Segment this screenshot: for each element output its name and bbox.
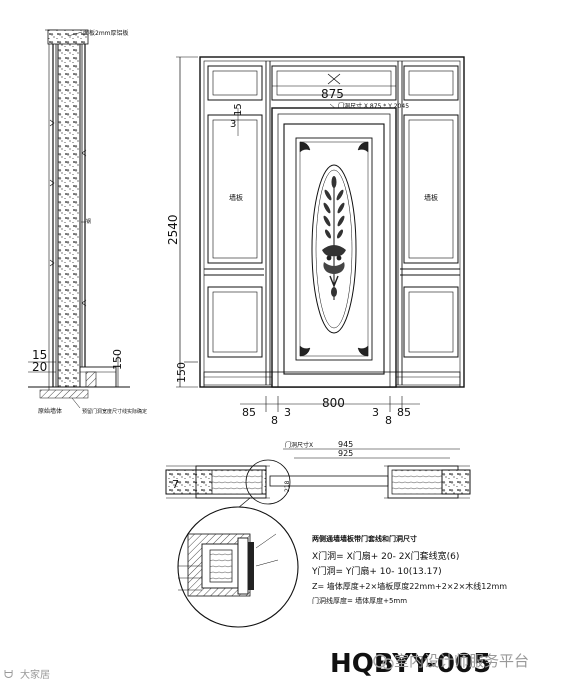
left-panel-bottom [207,286,263,358]
dim-left-85: 85 [242,406,256,419]
section-label-bottom-note: 预留门洞宽度尺寸线实际确定 [82,408,147,415]
watermark-right: 室内设计师服务平台 [373,652,529,670]
detail-enlargement [177,506,299,628]
plan-detail-callout [245,459,291,505]
elevation-plinth [203,371,461,388]
dim-left-3: 3 [230,119,236,130]
door-elevation: 2540 150 墙板 15 3 墙板 875 门洞尺寸 X 875 * Y [166,56,465,427]
section-label-bottom: 原始墙体 [38,407,62,415]
section-wall [57,41,81,388]
dim-left-3b: 3 [284,406,291,419]
formula-line-w: 门洞线厚度= 墙体厚度+5mm [312,596,407,605]
dim-top-width: 875 [321,87,344,101]
right-panel-middle [403,114,459,264]
right-panel-top [403,65,459,101]
section-dim-15: 15 [32,348,47,362]
dim-door-width: 800 [322,396,345,410]
section-dim-150: 150 [111,349,124,370]
watermark-left-icon: ᗨ [4,668,13,681]
plan-view: 门洞尺寸X 945 925 7 218 [165,440,471,529]
dim-right-8: 8 [385,414,392,427]
door-carving [322,176,346,300]
dim-left-15: 15 [233,103,244,116]
left-panel-top [207,65,263,101]
transom-panel [271,65,397,101]
right-panel-bottom [403,286,459,358]
plan-dim-925: 925 [338,449,353,458]
opening-note: 门洞尺寸 X 875 * Y 2045 [338,102,409,110]
formula-line-z: Z= 墙体厚度+2×墙板厚度22mm+2×2×木线12mm [312,581,507,591]
watermark-left: 大家居 [20,668,50,681]
section-label-mid: 钢 [86,218,91,225]
plan-dim-7: 7 [172,478,179,491]
left-panel-label: 墙板 [229,193,243,202]
product-code: HQBYY-005 [330,649,491,679]
watermark-right-text: 室内设计师服务平台 [394,652,529,670]
plan-dim-218: 218 [284,480,291,492]
plan-dim-945: 945 [338,440,353,449]
dim-total-height: 2540 [166,214,180,245]
dim-right-85: 85 [397,406,411,419]
dim-right-3: 3 [372,406,379,419]
formula-block: 两侧通墙墙板带门套线和门洞尺寸 X门洞= X门扇+ 20- 2X门套线宽(6) … [311,534,507,605]
dim-left-8: 8 [271,414,278,427]
wechat-icon [373,654,387,668]
left-panel-middle [207,114,263,264]
dim-bottom-150: 150 [175,362,188,383]
formula-line-y: Y门洞= Y门扇+ 10- 10(13.17) [311,565,442,577]
right-panel-label: 墙板 [424,193,438,202]
door-corner-ornaments [299,141,369,357]
section-view: 面板2mm厚铝板 钢 150 15 20 原始墙体 预留门洞宽度尺寸线实际确定 [28,29,147,415]
section-label-top: 面板2mm厚铝板 [83,29,129,37]
plan-note-x: 门洞尺寸X [285,441,313,449]
formula-line-x: X门洞= X门扇+ 20- 2X门套线宽(6) [312,550,459,562]
formula-title: 两侧通墙墙板带门套线和门洞尺寸 [312,534,417,543]
section-leader-top [67,31,83,37]
section-dim-20: 20 [32,360,47,374]
